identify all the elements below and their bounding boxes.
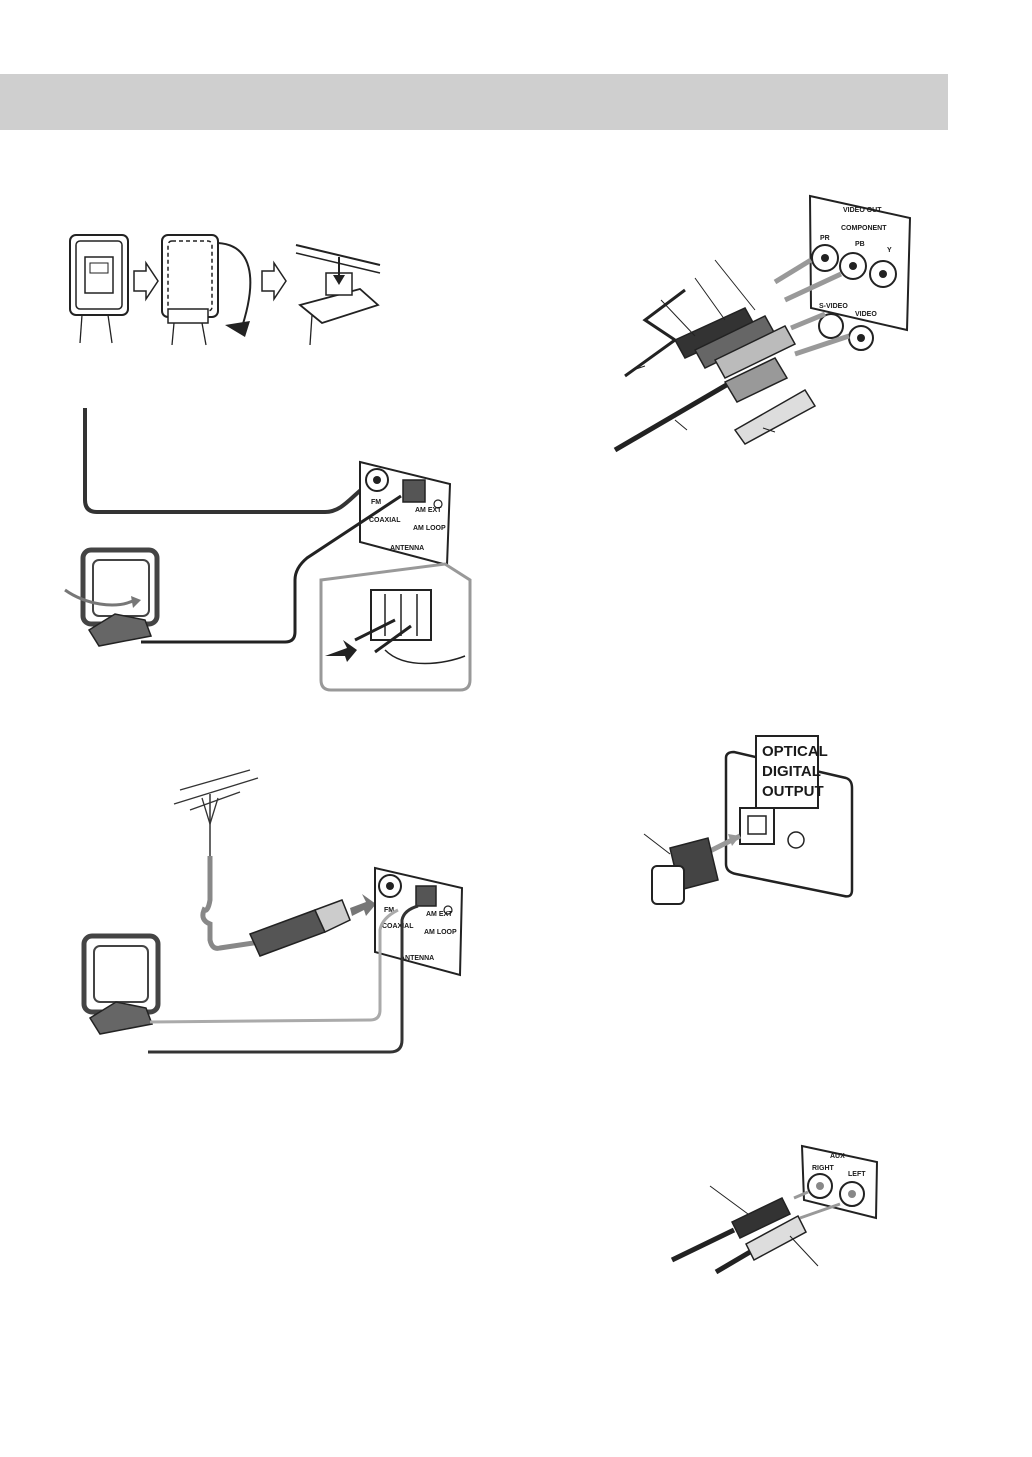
antenna-panel-title-2: ANTENNA — [400, 955, 434, 962]
svideo-label: S-VIDEO — [819, 303, 848, 310]
am-terminal — [403, 480, 425, 502]
aux-title: AUX — [830, 1153, 845, 1160]
outdoor-antenna-mast — [174, 770, 258, 860]
plug-arrow — [350, 894, 376, 916]
aux-input-figure: AUX RIGHT LEFT — [672, 1140, 887, 1275]
am-loop-label: AM LOOP — [413, 525, 446, 532]
coaxial-label: COAXIAL — [369, 517, 401, 524]
fm-label: FM — [371, 499, 381, 506]
section-header-bar — [0, 74, 948, 130]
fm-wire — [85, 408, 373, 512]
optical-panel: OPTICAL DIGITAL OUTPUT — [726, 736, 852, 896]
optical-line-2: DIGITAL — [762, 763, 821, 780]
aux-panel: AUX RIGHT LEFT — [802, 1146, 877, 1218]
aux-right-label: RIGHT — [812, 1165, 835, 1172]
antenna-connection-figure: FM COAXIAL AM EXT AM LOOP ANTENNA — [55, 400, 485, 700]
am-ext-label: AM EXT — [415, 507, 442, 514]
assembly-step-3 — [296, 245, 380, 345]
step-arrow-2 — [262, 263, 286, 299]
video-out-panel: VIDEO OUT COMPONENT PR PB Y S-VIDEO VIDE… — [810, 196, 910, 350]
am-loop-antenna — [65, 550, 157, 646]
antenna-panel-title: ANTENNA — [390, 545, 424, 552]
terminal-callout — [321, 564, 470, 690]
pr-label: PR — [820, 235, 830, 242]
aux-plugs — [672, 1198, 806, 1272]
aux-left-label: LEFT — [848, 1171, 866, 1178]
video-out-title: VIDEO OUT — [843, 207, 882, 214]
antenna-panel-2: FM COAXIAL AM EXT AM LOOP ANTENNA — [375, 868, 462, 975]
assembly-step-2 — [162, 235, 250, 345]
optical-output-figure: OPTICAL DIGITAL OUTPUT — [640, 730, 860, 910]
optical-jack — [740, 808, 774, 844]
component-label: COMPONENT — [841, 225, 887, 232]
pb-label: PB — [855, 241, 865, 248]
assembly-step-1 — [70, 235, 128, 343]
step-arrow-1 — [134, 263, 158, 299]
cap-leader — [644, 834, 670, 854]
outdoor-fm-antenna-figure: FM COAXIAL AM EXT AM LOOP ANTENNA — [70, 770, 470, 1060]
am-loop-label-2: AM LOOP — [424, 929, 457, 936]
video-label: VIDEO — [855, 311, 877, 318]
am-loop-assembly-figure — [60, 225, 390, 350]
video-out-figure: VIDEO OUT COMPONENT PR PB Y S-VIDEO VIDE… — [615, 190, 915, 460]
y-label: Y — [887, 247, 892, 254]
am-loop-antenna-2 — [84, 936, 158, 1034]
coaxial-label-2: COAXIAL — [382, 923, 414, 930]
am-ext-label-2: AM EXT — [426, 911, 453, 918]
optical-line-1: OPTICAL — [762, 743, 828, 760]
component-plugs — [615, 290, 815, 450]
optical-line-3: OUTPUT — [762, 783, 824, 800]
coax-plug — [250, 900, 350, 956]
